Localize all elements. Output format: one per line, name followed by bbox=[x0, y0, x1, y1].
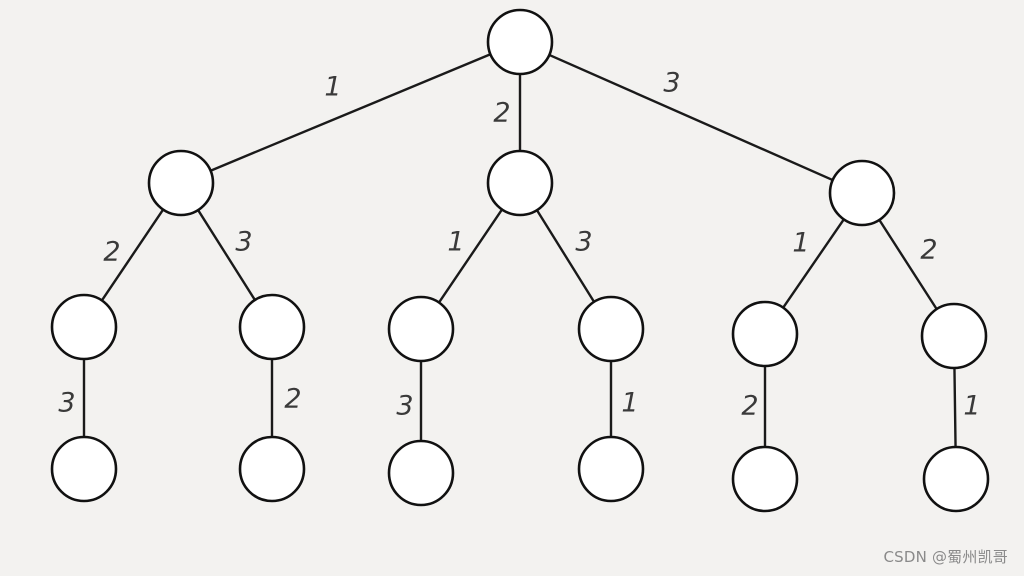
tree-node-n312 bbox=[731, 445, 799, 513]
tree-node-n123 bbox=[50, 435, 118, 503]
edges-layer bbox=[82, 53, 957, 449]
edge-label-n32-n321: 1 bbox=[963, 391, 980, 422]
edge-label-n2-n23: 3 bbox=[575, 227, 592, 258]
tree-node-n213 bbox=[387, 439, 455, 507]
edge-n1-n12 bbox=[100, 208, 165, 302]
edge-label-n12-n123: 3 bbox=[58, 388, 75, 419]
edge-label-n2-n21: 1 bbox=[447, 227, 464, 258]
edge-label-n21-n213: 3 bbox=[396, 391, 413, 422]
tree-node-n12 bbox=[50, 293, 118, 361]
tree-node-n2 bbox=[486, 149, 554, 217]
edge-label-n23-n231: 1 bbox=[621, 388, 638, 419]
edge-label-n31-n312: 2 bbox=[741, 391, 758, 422]
edge-label-root-n3: 3 bbox=[663, 68, 680, 99]
watermark: CSDN @蜀州凯哥 bbox=[883, 548, 1008, 566]
edge-n2-n23 bbox=[535, 208, 596, 304]
edge-label-n13-n132: 2 bbox=[284, 384, 301, 415]
edge-root-n1 bbox=[209, 53, 492, 172]
tree-node-n13 bbox=[238, 293, 306, 361]
edge-n3-n31 bbox=[781, 218, 846, 309]
tree-node-n3 bbox=[828, 159, 896, 227]
edge-label-root-n1: 1 bbox=[324, 72, 341, 103]
tree-node-n23 bbox=[577, 295, 645, 363]
edge-n3-n32 bbox=[878, 218, 938, 311]
nodes-layer bbox=[50, 8, 990, 513]
edge-n1-n13 bbox=[196, 208, 257, 302]
tree-node-n231 bbox=[577, 435, 645, 503]
tree-node-n132 bbox=[238, 435, 306, 503]
edge-label-n1-n13: 3 bbox=[235, 227, 252, 258]
tree-node-n32 bbox=[920, 302, 988, 370]
edge-label-n3-n31: 1 bbox=[792, 228, 809, 259]
edge-n32-n321 bbox=[953, 366, 957, 449]
tree-node-n1 bbox=[147, 149, 215, 217]
tree-node-root bbox=[486, 8, 554, 76]
edge-label-n1-n12: 2 bbox=[103, 237, 120, 268]
edge-label-n3-n32: 2 bbox=[920, 235, 937, 266]
edge-root-n3 bbox=[548, 53, 834, 182]
edge-labels-layer: 1 2 3 2 3 1 3 1 2 3 2 3 1 2 1 bbox=[58, 68, 980, 422]
edge-label-root-n2: 2 bbox=[493, 98, 510, 129]
tree-node-n31 bbox=[731, 300, 799, 368]
tree-node-n321 bbox=[922, 445, 990, 513]
edge-n2-n21 bbox=[437, 208, 504, 304]
tree-node-n21 bbox=[387, 295, 455, 363]
